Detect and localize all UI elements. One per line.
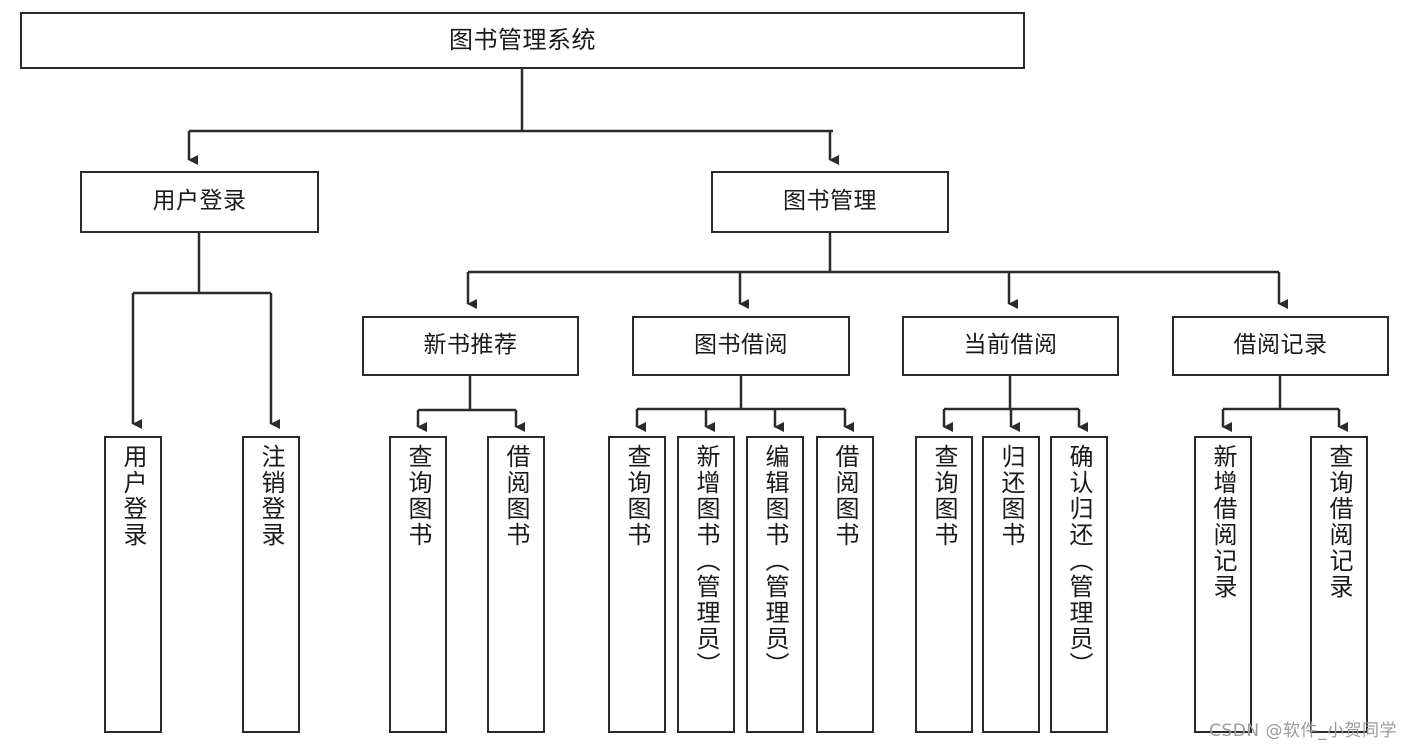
node-label: 查询图书 xyxy=(404,444,432,548)
leaf-confirm-return-admin[interactable]: 确认归还（管理员） xyxy=(1050,436,1108,733)
leaf-user-logout[interactable]: 注销登录 xyxy=(242,436,300,733)
leaf-query-book-recommend[interactable]: 查询图书 xyxy=(389,436,447,733)
node-book-borrow[interactable]: 图书借阅 xyxy=(632,316,850,376)
node-user-login[interactable]: 用户登录 xyxy=(80,171,319,233)
node-label: 图书管理 xyxy=(783,188,877,215)
node-label: 借阅记录 xyxy=(1233,332,1328,359)
leaf-return-book[interactable]: 归还图书 xyxy=(982,436,1040,733)
leaf-query-borrow-record[interactable]: 查询借阅记录 xyxy=(1310,436,1368,733)
node-label: 用户登录 xyxy=(119,444,147,548)
node-current-borrow[interactable]: 当前借阅 xyxy=(902,316,1119,376)
watermark: CSDN @软件_小贺同学 xyxy=(1209,721,1397,741)
node-label: 当前借阅 xyxy=(963,332,1058,359)
leaf-edit-book-admin[interactable]: 编辑图书（管理员） xyxy=(746,436,804,733)
leaf-borrow-book-recommend[interactable]: 借阅图书 xyxy=(487,436,545,733)
node-label: 查询图书 xyxy=(623,444,651,548)
node-book-management[interactable]: 图书管理 xyxy=(711,171,949,233)
node-label: 新增借阅记录 xyxy=(1209,444,1237,600)
node-label: 新书推荐 xyxy=(423,332,518,359)
node-label: 用户登录 xyxy=(152,188,247,215)
node-borrow-record[interactable]: 借阅记录 xyxy=(1172,316,1389,376)
leaf-user-login[interactable]: 用户登录 xyxy=(104,436,162,733)
node-label: 查询借阅记录 xyxy=(1325,444,1353,600)
node-label: 图书管理系统 xyxy=(449,26,596,55)
node-root-system[interactable]: 图书管理系统 xyxy=(20,12,1025,69)
node-label: 查询图书 xyxy=(930,444,958,548)
leaf-add-borrow-record[interactable]: 新增借阅记录 xyxy=(1194,436,1252,733)
node-new-book-recommend[interactable]: 新书推荐 xyxy=(362,316,579,376)
leaf-query-book[interactable]: 查询图书 xyxy=(608,436,666,733)
leaf-borrow-book[interactable]: 借阅图书 xyxy=(816,436,874,733)
node-label: 借阅图书 xyxy=(502,444,530,548)
node-label: 编辑图书（管理员） xyxy=(761,444,789,678)
node-label: 注销登录 xyxy=(257,444,285,548)
node-label: 新增图书（管理员） xyxy=(692,444,720,678)
node-label: 确认归还（管理员） xyxy=(1065,444,1093,678)
leaf-add-book-admin[interactable]: 新增图书（管理员） xyxy=(677,436,735,733)
leaf-query-book-current[interactable]: 查询图书 xyxy=(915,436,973,733)
node-label: 图书借阅 xyxy=(694,332,788,359)
node-label: 归还图书 xyxy=(997,444,1025,548)
node-label: 借阅图书 xyxy=(831,444,859,548)
